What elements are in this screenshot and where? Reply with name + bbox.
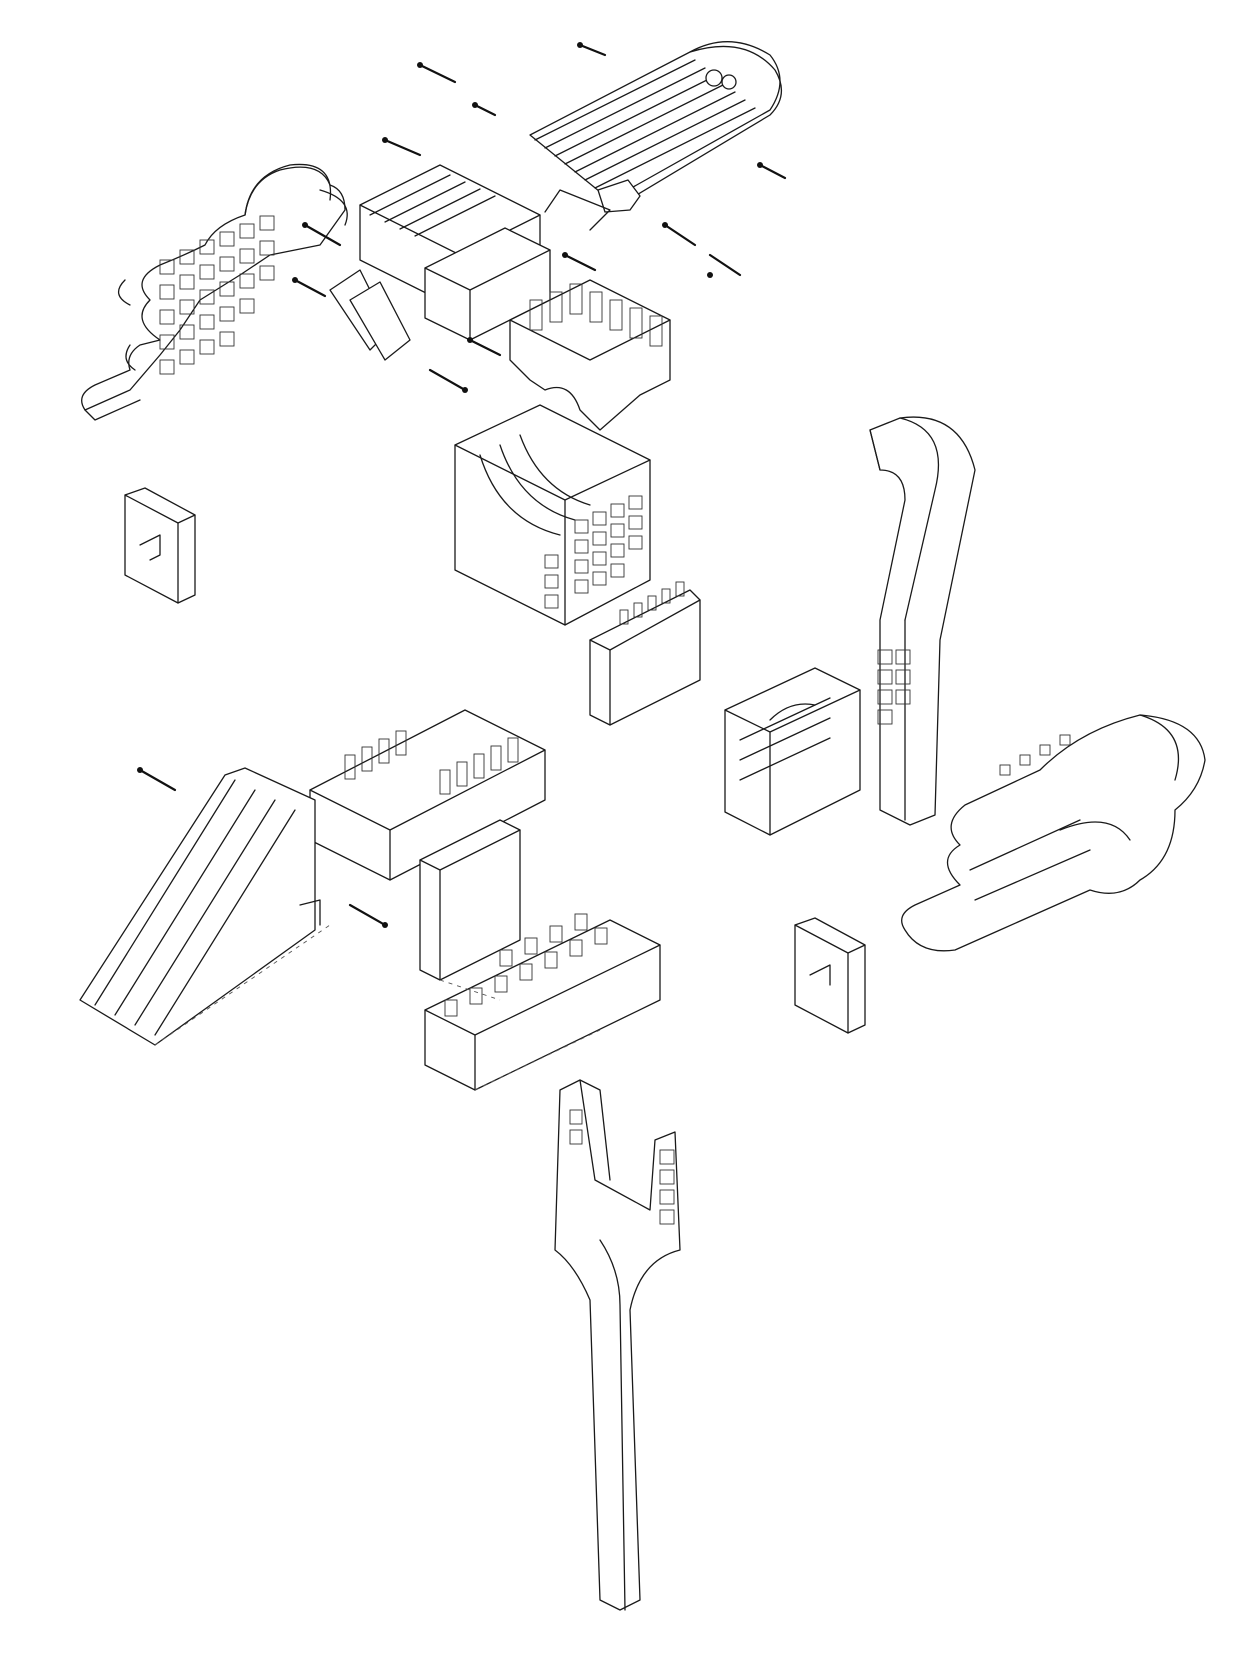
screw xyxy=(472,102,497,117)
left-wavy-arm xyxy=(81,163,348,421)
screw xyxy=(707,253,742,278)
lower-comb-piece xyxy=(424,913,661,1091)
right-slat-frame xyxy=(724,667,861,836)
upper-comb-piece xyxy=(509,279,671,431)
central-seat-block xyxy=(329,164,551,361)
screw xyxy=(302,222,342,247)
screw xyxy=(348,903,388,928)
small-rail-piece xyxy=(589,581,701,726)
backrest-slat-assembly xyxy=(529,41,782,231)
slanted-slat-panel xyxy=(79,767,321,1046)
screw xyxy=(757,162,787,180)
screw xyxy=(382,137,422,157)
small-bracket-right xyxy=(794,917,866,1034)
screw xyxy=(577,42,607,57)
fastener-screws xyxy=(137,42,787,928)
screw xyxy=(137,767,177,792)
screw xyxy=(292,277,327,298)
right-hook-leg xyxy=(869,416,976,826)
right-wavy-arm xyxy=(901,714,1206,952)
screw xyxy=(428,368,468,393)
fork-leg xyxy=(554,1079,681,1611)
screw xyxy=(417,62,457,84)
screw xyxy=(467,337,502,357)
small-bracket-left xyxy=(124,487,196,604)
screw xyxy=(662,222,697,247)
lower-center-frame xyxy=(309,709,546,981)
center-cube-lattice xyxy=(454,404,651,626)
screw xyxy=(562,252,597,272)
